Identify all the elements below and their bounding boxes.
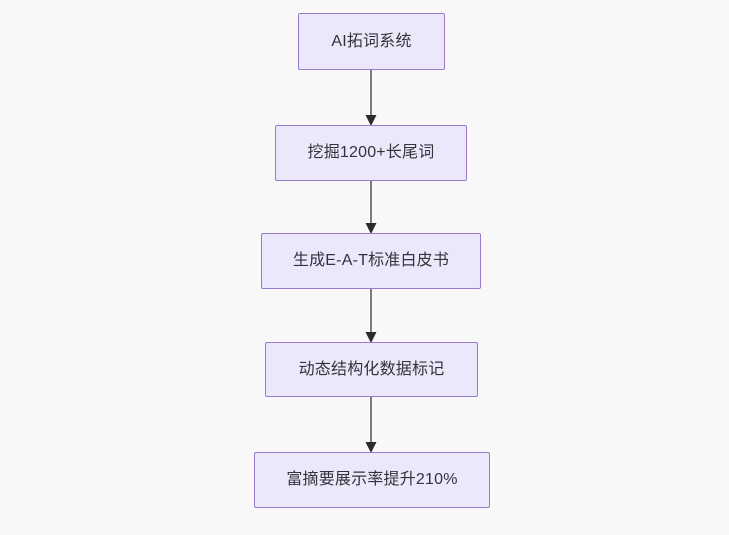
flow-node-label: 富摘要展示率提升210% bbox=[286, 471, 458, 489]
flow-node-label: AI拓词系统 bbox=[331, 32, 412, 50]
flow-node-eat-whitepaper[interactable]: 生成E-A-T标准白皮书 bbox=[261, 233, 481, 289]
flow-edge-n4-n5 bbox=[365, 397, 377, 453]
flow-node-label: 生成E-A-T标准白皮书 bbox=[292, 252, 450, 270]
flow-node-label: 动态结构化数据标记 bbox=[298, 360, 445, 378]
flow-node-structured-data-markup[interactable]: 动态结构化数据标记 bbox=[265, 342, 478, 397]
flow-node-rich-snippet-result[interactable]: 富摘要展示率提升210% bbox=[254, 452, 490, 508]
flow-node-label: 挖掘1200+长尾词 bbox=[307, 144, 435, 162]
arrowhead-icon bbox=[365, 115, 377, 126]
arrowhead-icon bbox=[365, 223, 377, 234]
flow-edge-n2-n3 bbox=[365, 181, 377, 234]
flow-edge-n3-n4 bbox=[365, 289, 377, 343]
flow-node-ai-keyword-system[interactable]: AI拓词系统 bbox=[298, 13, 445, 70]
arrowhead-icon bbox=[365, 442, 377, 453]
flow-edge-n1-n2 bbox=[365, 70, 377, 126]
arrowhead-icon bbox=[365, 332, 377, 343]
flow-node-longtail-keywords[interactable]: 挖掘1200+长尾词 bbox=[275, 125, 467, 181]
